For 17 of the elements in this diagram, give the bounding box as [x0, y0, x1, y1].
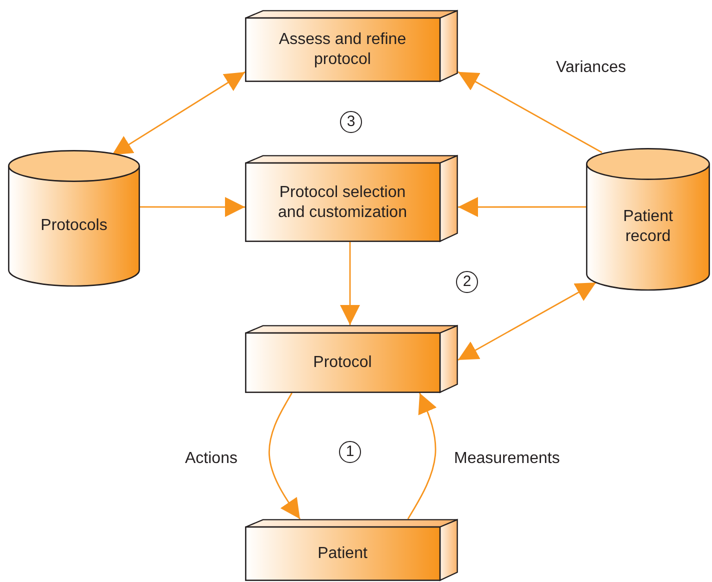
- arrow: [458, 197, 586, 217]
- arrow: [458, 71, 602, 154]
- block-label: Protocol selection and customization: [277, 182, 408, 222]
- curved-arrow: [268, 392, 301, 520]
- step-number: 1: [339, 441, 361, 463]
- step-number: 3: [340, 111, 362, 133]
- block-label: Protocol: [313, 353, 372, 373]
- block-label: Protocols: [40, 216, 108, 236]
- arrow: [340, 242, 360, 325]
- arrow: [140, 197, 245, 218]
- block-label: Patient: [318, 544, 368, 564]
- step-number: 2: [456, 271, 478, 293]
- curved-arrow: [407, 392, 437, 520]
- block-label: Assess and refine protocol: [278, 30, 408, 70]
- arrow: [112, 71, 246, 156]
- arrow: [458, 282, 596, 361]
- block-label: Patient record: [622, 207, 674, 247]
